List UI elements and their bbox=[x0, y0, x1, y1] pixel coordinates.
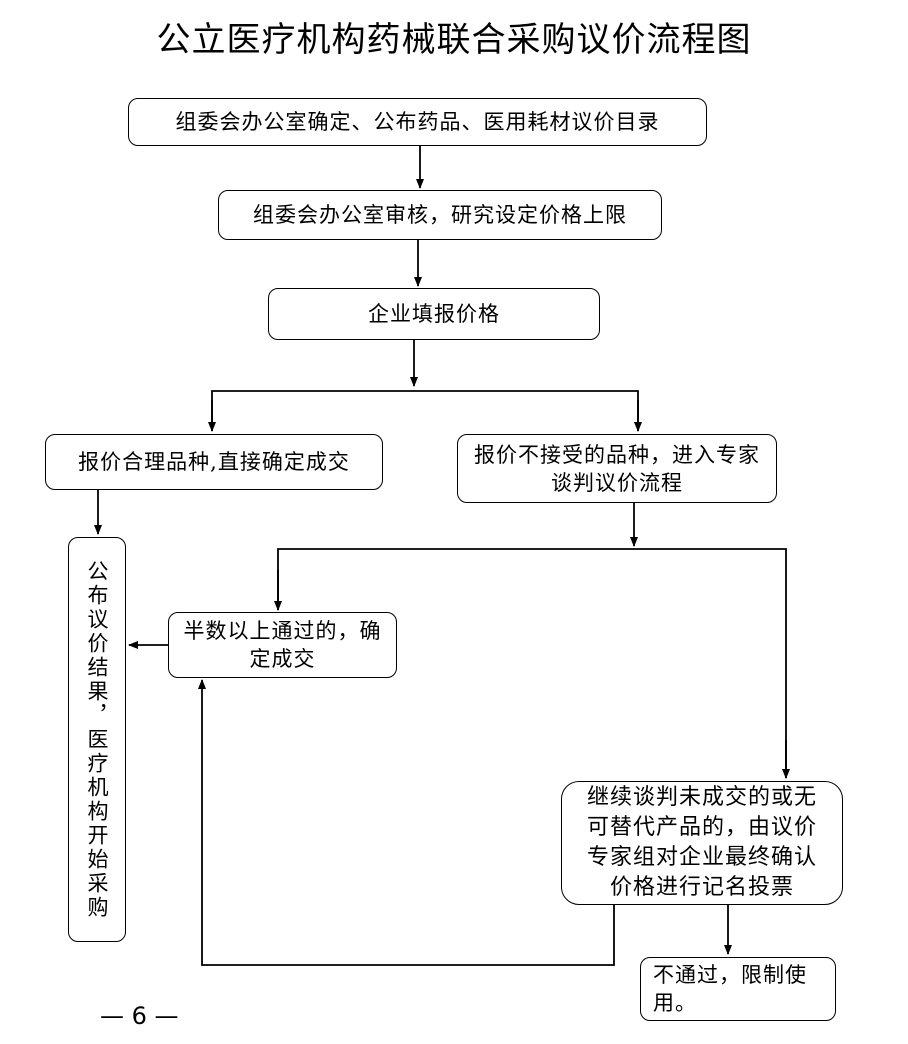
fail-text: 不通过，限制使用。 bbox=[653, 963, 807, 1015]
majority-box: 半数以上通过的，确定成交 bbox=[168, 612, 397, 678]
return-line bbox=[198, 679, 615, 966]
quote-box: 企业填报价格 bbox=[268, 288, 600, 340]
rejected-text: 报价不接受的品种，进入专家谈判议价流程 bbox=[474, 442, 760, 495]
page-number: — 6 — bbox=[100, 1002, 179, 1030]
flowchart-title: 公立医疗机构药械联合采购议价流程图 bbox=[156, 20, 752, 60]
catalog-box: 组委会办公室确定、公布药品、医用耗材议价目录 bbox=[128, 98, 707, 146]
catalog-text: 组委会办公室确定、公布药品、医用耗材议价目录 bbox=[175, 110, 660, 134]
quote-text: 企业填报价格 bbox=[368, 302, 500, 326]
fail-box: 不通过，限制使用。 bbox=[640, 957, 836, 1021]
majority-text: 半数以上通过的，确定成交 bbox=[183, 619, 382, 671]
accepted-box: 报价合理品种,直接确定成交 bbox=[45, 434, 383, 490]
vote-text: 继续谈判未成交的或无可替代产品的，由议价专家组对企业最终确认价格进行记名投票 bbox=[586, 785, 817, 900]
review-box: 组委会办公室审核，研究设定价格上限 bbox=[218, 190, 662, 240]
rejected-box: 报价不接受的品种，进入专家谈判议价流程 bbox=[457, 434, 777, 503]
vote-box: 继续谈判未成交的或无可替代产品的，由议价专家组对企业最终确认价格进行记名投票 bbox=[561, 781, 843, 905]
split-line bbox=[211, 390, 639, 431]
accepted-text: 报价合理品种,直接确定成交 bbox=[78, 450, 350, 474]
review-text: 组委会办公室审核，研究设定价格上限 bbox=[253, 203, 627, 227]
publish-text: 公布议价结果，医疗机构开始采购 bbox=[85, 559, 109, 920]
publish-box: 公布议价结果，医疗机构开始采购 bbox=[68, 537, 126, 942]
